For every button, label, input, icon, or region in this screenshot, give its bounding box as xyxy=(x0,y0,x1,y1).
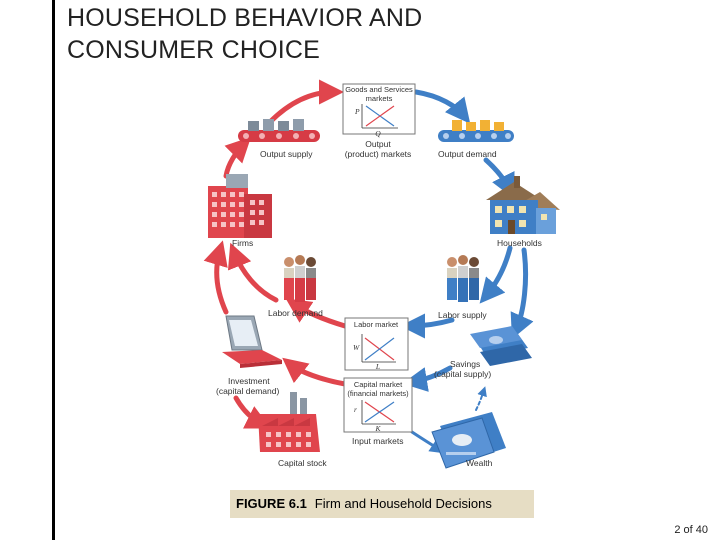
savings-label-line-1: Savings xyxy=(450,359,480,369)
labor-supply-curve xyxy=(364,337,395,361)
goods-market-axis-q: Q xyxy=(375,129,381,138)
arrow-investment-to-capital-stock xyxy=(233,395,271,429)
capital-market-axis-k: K xyxy=(374,424,381,433)
arrow-output-supply-to-goods-market xyxy=(267,79,344,125)
labor-market-axis-l: L xyxy=(375,362,380,371)
arrow-investment-to-firms xyxy=(203,240,229,315)
capital-market-box xyxy=(343,377,413,433)
labor-demand-label: Labor demand xyxy=(268,308,323,318)
investment-laptop xyxy=(222,315,282,368)
investment-label-line-2: (capital demand) xyxy=(216,386,279,396)
wealth-label: Wealth xyxy=(466,458,493,468)
figure-caption: FIGURE 6.1 Firm and Household Decisions xyxy=(230,490,534,518)
capital-market: Capital market (financial markets) r K xyxy=(343,377,413,433)
labor-market: Labor market W L xyxy=(344,317,409,371)
slide-title-line-1: HOUSEHOLD BEHAVIOR AND xyxy=(67,4,423,32)
arrow-labor-demand-to-firms xyxy=(227,242,279,303)
flow-arrows xyxy=(203,79,534,454)
capital-supply-curve xyxy=(364,401,395,423)
arrow-labor-supply-to-labor-market xyxy=(400,313,455,339)
firms-label: Firms xyxy=(232,238,253,248)
figure-caption-text: Firm and Household Decisions xyxy=(314,496,492,511)
savings-label-line-2: (capital supply) xyxy=(434,369,491,379)
labor-demand-workers xyxy=(284,255,316,302)
arrow-labor-market-to-labor-demand xyxy=(285,298,348,329)
investment-label-line-1: Investment xyxy=(228,376,270,386)
capital-stock-factory xyxy=(258,392,320,452)
goods-services-market: Goods and Services markets P Q xyxy=(342,83,416,138)
arrow-savings-to-capital-market xyxy=(402,365,453,392)
capital-market-label-line-2: (financial markets) xyxy=(347,389,409,398)
slide-title: HOUSEHOLD BEHAVIOR AND CONSUMER CHOICE xyxy=(67,2,527,66)
output-demand-conveyor xyxy=(438,120,514,142)
arrow-households-to-savings xyxy=(510,247,534,340)
arrow-households-to-labor-supply xyxy=(479,245,513,304)
goods-market-box xyxy=(342,83,416,135)
savings-money xyxy=(470,326,532,366)
output-markets-label-line-2: (product) markets xyxy=(345,149,412,159)
output-supply-conveyor xyxy=(238,119,320,142)
arrow-wealth-to-savings xyxy=(475,386,487,411)
households-house xyxy=(486,176,560,234)
input-markets-label: Input markets xyxy=(352,436,404,446)
page-number: 2 of 40 xyxy=(674,524,708,536)
capital-market-axis-r: r xyxy=(354,405,357,414)
labor-supply-workers xyxy=(447,255,479,302)
goods-market-axis-p: P xyxy=(354,107,360,116)
labor-market-label: Labor market xyxy=(354,320,399,329)
capital-stock-label: Capital stock xyxy=(278,458,327,468)
labor-market-box xyxy=(344,317,409,371)
arrow-goods-market-to-output-demand xyxy=(413,89,471,124)
figure-caption-number: FIGURE 6.1 xyxy=(236,496,307,511)
slide-title-line-2: CONSUMER CHOICE xyxy=(67,36,321,64)
goods-market-label-line-1: Goods and Services xyxy=(345,85,413,94)
arrow-firms-to-output-supply xyxy=(223,136,252,179)
output-markets-label-line-1: Output xyxy=(365,139,391,149)
goods-supply-curve xyxy=(365,105,395,127)
labor-supply-label: Labor supply xyxy=(438,310,487,320)
capital-market-label-line-1: Capital market xyxy=(354,380,403,389)
firms-building xyxy=(208,174,272,238)
output-supply-label: Output supply xyxy=(260,149,313,159)
left-vertical-rule xyxy=(52,0,55,540)
wealth-documents xyxy=(431,412,506,469)
arrow-capital-market-to-investment xyxy=(282,357,348,387)
output-demand-label: Output demand xyxy=(438,149,497,159)
households-label: Households xyxy=(497,238,542,248)
arrow-output-demand-to-households xyxy=(483,157,515,199)
labor-market-axis-w: W xyxy=(353,343,360,352)
goods-market-label-line-2: markets xyxy=(366,94,393,103)
